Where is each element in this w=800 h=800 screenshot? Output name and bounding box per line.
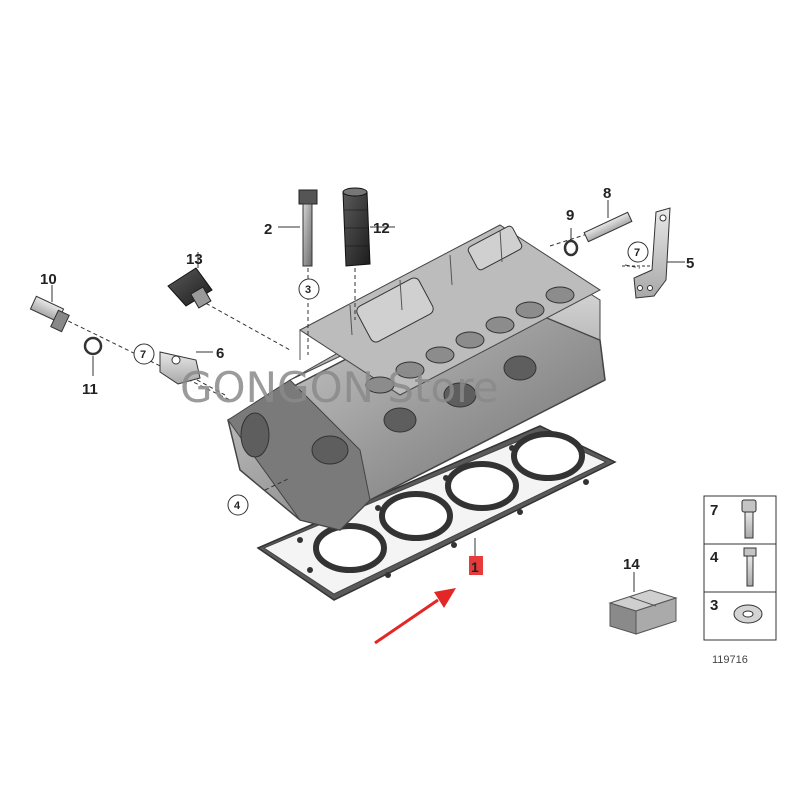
callout-8: 8: [603, 185, 611, 202]
circled-7b: 7: [634, 247, 640, 259]
temperature-sensor: [167, 252, 213, 309]
bracket-6: [159, 351, 213, 385]
washer: [733, 604, 763, 624]
red-arrow: [374, 588, 456, 645]
gasket-kit-box: [608, 572, 678, 635]
head-gasket: [256, 425, 617, 601]
legend-7: 7: [710, 502, 718, 519]
cylinder-head: [227, 224, 606, 531]
callout-1-highlight: [469, 556, 483, 575]
circled-7a: 7: [140, 349, 146, 361]
socket-head-screw: [741, 499, 757, 539]
callout-13: 13: [186, 251, 203, 268]
lifting-bracket-5: [633, 207, 685, 299]
screw-plug-8: [583, 200, 633, 243]
circled-7b-ring: [627, 241, 649, 263]
circled-3-ring: [298, 278, 320, 300]
spark-plug-tube: [342, 187, 395, 267]
circled-4-ring: [227, 494, 249, 516]
fitting-plug: [29, 285, 70, 333]
cylinder-head-bolt: [278, 189, 318, 267]
callout-12: 12: [373, 220, 390, 237]
callout-6: 6: [216, 345, 224, 362]
legend-4: 4: [710, 549, 719, 566]
circled-4: 4: [234, 500, 241, 512]
hardware-legend: [703, 495, 777, 641]
legend-3: 3: [710, 597, 718, 614]
callout-1: 1: [471, 559, 479, 575]
document-number: 119716: [712, 654, 748, 666]
callout-11: 11: [82, 381, 98, 398]
watermark: GONGON Store: [180, 363, 498, 412]
callout-14: 14: [623, 556, 640, 573]
o-ring-seal: [83, 336, 103, 376]
callout-9: 9: [566, 207, 574, 224]
sealing-ring-9: [563, 228, 579, 257]
circled-7a-ring: [133, 343, 155, 365]
callout-5: 5: [686, 255, 694, 272]
callout-2: 2: [264, 221, 272, 238]
callout-10: 10: [40, 271, 57, 288]
circled-3: 3: [305, 284, 311, 296]
hex-bolt: [743, 547, 757, 587]
